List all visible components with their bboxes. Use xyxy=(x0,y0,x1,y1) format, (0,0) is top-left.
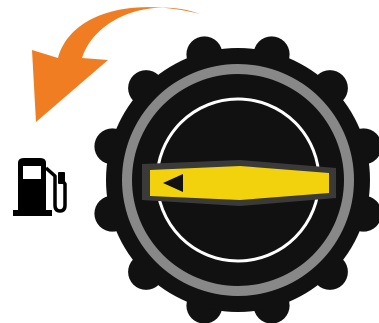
fuel-pump-icon xyxy=(13,158,65,216)
turn-knob-icon xyxy=(94,36,379,323)
